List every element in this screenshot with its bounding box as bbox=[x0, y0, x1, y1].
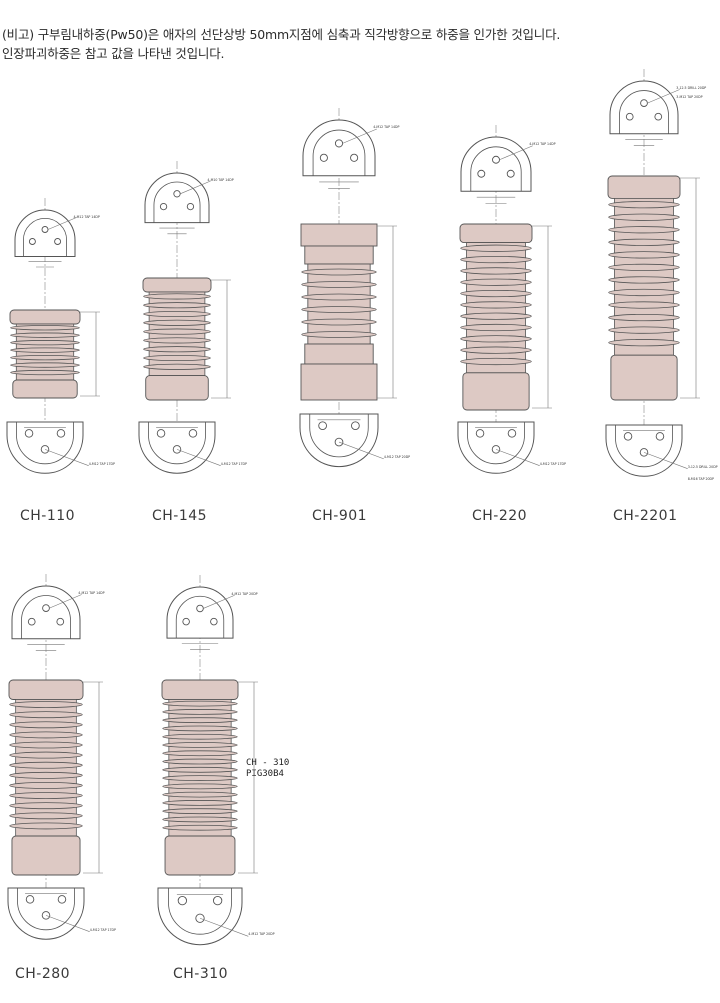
top-tap-note-2: 3-M12 TAP 20DP bbox=[676, 95, 703, 100]
top-tap-note: 4-M12 TAP 14DP bbox=[73, 214, 100, 219]
bottom-tap-note: 4-M12 TAP 17DP bbox=[539, 461, 566, 466]
model-caption: CH-310 bbox=[173, 966, 229, 982]
insulator-drawing-ch-901 bbox=[299, 108, 397, 468]
model-caption: CH-280 bbox=[15, 966, 71, 982]
top-tap-note: 4-M12 TAP 20DP bbox=[231, 591, 258, 596]
bottom-tap-note: 4-M12 TAP 17DP bbox=[89, 927, 116, 932]
bottom-tap-note: 4-M12 TAP 20DP bbox=[383, 454, 411, 459]
load-note-line-2: 인장파괴하중은 참고 값을 나타낸 것입니다. bbox=[2, 46, 225, 61]
insulator-drawing-ch-310 bbox=[157, 575, 258, 946]
bottom-tap-note: 4-M12 TAP 20DP bbox=[248, 932, 275, 937]
load-note: (비고) 구부림내하중(Pw50)은 애자의 선단상방 50mm지점에 심축과 … bbox=[2, 25, 718, 63]
top-tap-note: 4-M12 TAP 14DP bbox=[373, 125, 400, 130]
top-tap-note: 3-12.5 DRILL 20DP bbox=[676, 86, 707, 91]
bottom-tap-note-2: 8-M16 TAP 20DP bbox=[687, 476, 714, 481]
load-note-line-1: (비고) 구부림내하중(Pw50)은 애자의 선단상방 50mm지점에 심축과 … bbox=[2, 27, 561, 42]
top-tap-note: 4-M12 TAP 14DP bbox=[78, 591, 105, 596]
top-tap-note: 4-M12 TAP 14DP bbox=[529, 142, 556, 147]
bottom-tap-note: 3-12.5 DRILL 20DP bbox=[687, 464, 718, 469]
model-caption: CH-2201 bbox=[613, 508, 678, 524]
insulator-drawing-ch-280 bbox=[7, 574, 103, 940]
insulator-drawing-ch-145 bbox=[138, 161, 231, 474]
top-tap-note: 4-M10 TAP 14DP bbox=[207, 177, 234, 182]
side-label-model: CH - 310 bbox=[246, 758, 290, 768]
model-caption: CH-110 bbox=[20, 508, 76, 524]
insulator-drawing-ch-2201 bbox=[605, 69, 700, 477]
insulator-drawing-ch-110 bbox=[6, 198, 100, 474]
insulator-drawing-ch-220 bbox=[457, 125, 552, 474]
side-label-code: PIG30B4 bbox=[246, 769, 284, 779]
model-caption: CH-145 bbox=[152, 508, 208, 524]
model-caption: CH-220 bbox=[472, 508, 528, 524]
bottom-tap-note: 4-M12 TAP 17DP bbox=[220, 461, 247, 466]
model-caption: CH-901 bbox=[312, 508, 368, 524]
bottom-tap-note: 4-M12 TAP 17DP bbox=[88, 461, 115, 466]
